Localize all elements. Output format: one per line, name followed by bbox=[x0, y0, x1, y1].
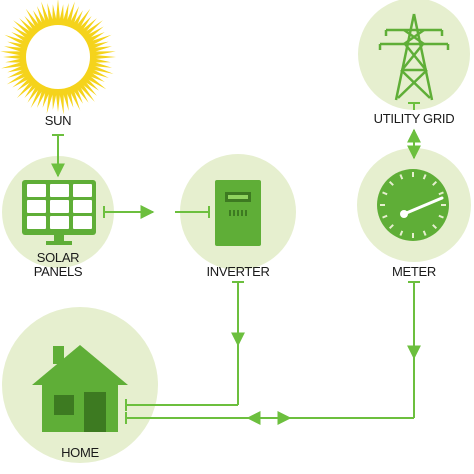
meter-gauge-icon bbox=[377, 169, 449, 241]
inverter-label: INVERTER bbox=[206, 264, 270, 279]
meter-label: METER bbox=[391, 264, 436, 279]
solar-panels-label-line1: SOLAR bbox=[36, 250, 80, 265]
connector-sun-to-panels bbox=[51, 134, 65, 178]
transmission-tower-icon bbox=[378, 13, 450, 101]
home-label: HOME bbox=[61, 445, 99, 460]
connector-inverter-to-home bbox=[125, 281, 245, 411]
inverter-icon bbox=[215, 180, 261, 246]
connector-meter-to-home bbox=[125, 281, 421, 425]
house-icon bbox=[32, 345, 128, 432]
solar-panel-icon bbox=[22, 180, 96, 245]
sun-label: SUN bbox=[44, 113, 72, 128]
solar-panels-label-line2: PANELS bbox=[33, 264, 83, 279]
solar-panels-label: SOLAR PANELS bbox=[18, 251, 98, 279]
sun-icon bbox=[0, 0, 116, 115]
connector-grid-to-meter bbox=[407, 102, 421, 160]
connector-panels-to-inverter bbox=[103, 205, 210, 219]
utility-grid-label: UTILITY GRID bbox=[373, 111, 455, 126]
